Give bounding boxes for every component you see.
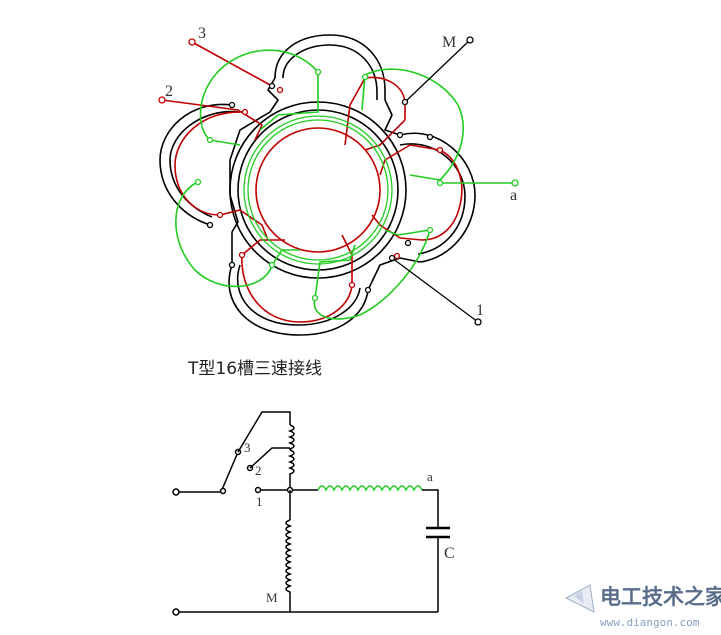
terminal-3-label: 3 [198,25,206,42]
wiring-schematic [172,411,450,616]
schematic-label-c: C [444,545,455,562]
aux-coil [317,485,423,492]
terminal-dots [158,36,519,326]
terminal-a-label: a [510,187,517,204]
watermark-logo-icon [564,584,595,613]
schematic-label-2: 2 [255,463,262,478]
schematic-label-1: 1 [256,494,263,509]
speed-coil-lower [287,449,295,490]
terminal-1-label: 1 [476,302,484,319]
terminal-1-dot [474,318,482,326]
watermark: 电工技术之家 www.diangon.com [564,584,721,629]
diagram-caption: T型16槽三速接线 [187,359,322,379]
terminal-leads [391,39,479,323]
schematic-label-3: 3 [244,440,251,455]
capacitor [426,526,450,539]
stator-winding-diagram: 3 2 M a 1 [158,25,519,336]
watermark-title: 电工技术之家 [600,585,721,609]
red-winding [161,41,463,323]
schematic-label-m: M [266,590,278,605]
green-winding [175,49,515,320]
terminal-m-dot [466,36,474,44]
selector-switch [220,451,239,493]
watermark-url: www.diangon.com [600,616,700,629]
terminal-a-dot [511,179,519,187]
terminal-2-dot [158,96,166,104]
terminal-2-label: 2 [165,83,173,100]
terminal-m-label: M [442,34,456,51]
terminal-3-dot [188,38,196,46]
main-coil [285,519,293,612]
speed-coil-upper [287,424,295,450]
schematic-label-a: a [427,469,433,484]
